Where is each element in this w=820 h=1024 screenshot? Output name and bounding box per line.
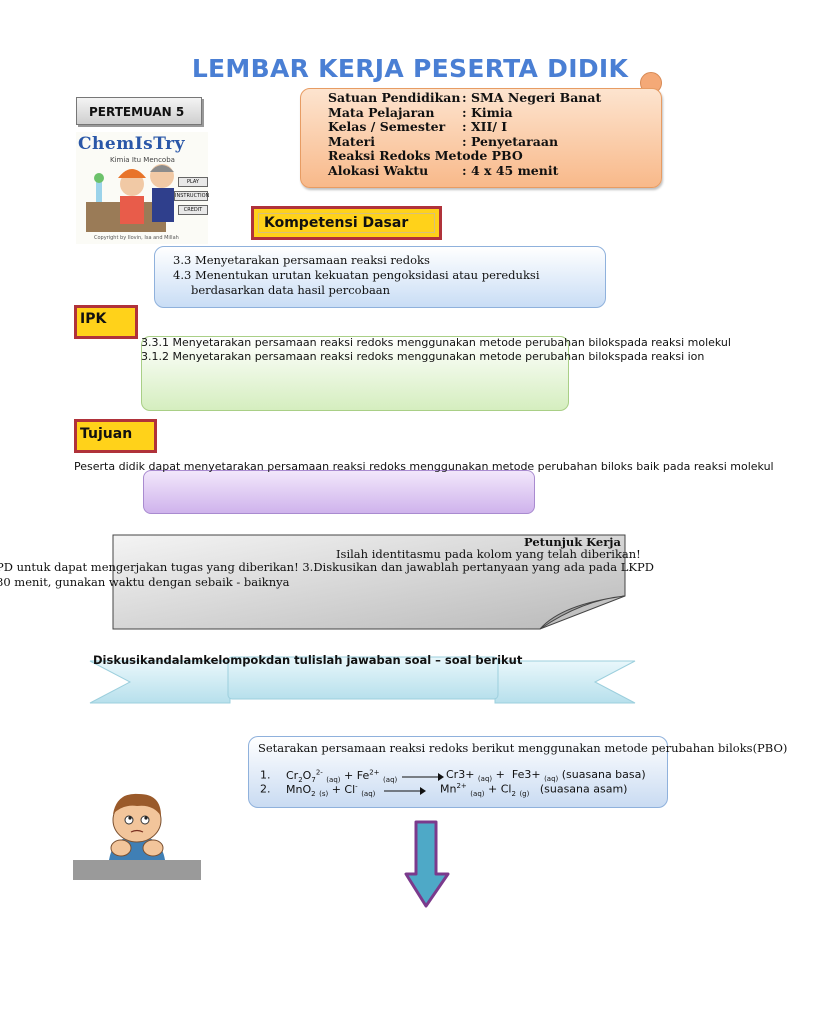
tujuan-label: Tujuan <box>74 419 157 453</box>
reaction-2: 2. MnO2 (s) + Cl- (aq) <box>260 782 375 798</box>
logo-title: ChemIsTry <box>78 134 185 154</box>
state: (g) <box>519 789 530 798</box>
kd-item: 3.3 Menyetarakan persamaan reaksi redoks <box>173 253 430 267</box>
reactant: Cl <box>344 782 356 796</box>
ipk-list: 3.3.1 Menyetarakan persamaan reaksi redo… <box>141 336 731 364</box>
identity-value: : Kimia <box>462 104 513 120</box>
petunjuk-line: PD untuk dapat mengerjakan tugas yang di… <box>0 560 654 574</box>
state: (aq) <box>383 775 398 784</box>
charge: - <box>355 782 358 790</box>
identity-value: : Penyetaraan <box>462 133 559 149</box>
reactant: Fe <box>356 768 370 782</box>
chemistry-logo <box>76 132 208 244</box>
reaction-arrow-icon <box>402 773 444 781</box>
kompetensi-dasar-label: Kompetensi Dasar <box>251 206 442 240</box>
state: (aq) <box>477 775 493 784</box>
thinking-boy-illustration <box>73 786 201 880</box>
kd-item: 4.3 Menentukan urutan kekuatan pengoksid… <box>173 268 540 282</box>
kompetensi-dasar-box <box>154 246 606 308</box>
identity-key: Satuan Pendidikan <box>328 90 461 105</box>
subscript: 2 <box>311 789 316 798</box>
reactant: O <box>302 768 312 782</box>
reaction-number: 2. <box>260 782 271 796</box>
down-arrow-icon <box>404 820 450 908</box>
tujuan-text: Peserta didik dapat menyetarakan persama… <box>74 460 774 473</box>
identity-value: : 4 x 45 menit <box>462 162 559 178</box>
petunjuk-paper <box>112 534 626 630</box>
identity-key: Reaksi Redoks Metode PBO <box>328 148 523 163</box>
product: Fe3+ <box>511 768 541 781</box>
subscript: 2 <box>298 775 303 784</box>
ipk-item: 3.3.1 Menyetarakan persamaan reaksi redo… <box>141 336 731 349</box>
state: (aq) <box>326 775 341 784</box>
product: Cr3+ <box>446 768 475 781</box>
kompetensi-dasar-list: 3.3 Menyetarakan persamaan reaksi redoks… <box>173 253 540 298</box>
state: (s) <box>319 789 329 798</box>
soal-instruction: Setarakan persamaan reaksi redoks beriku… <box>258 741 788 755</box>
kompetensi-dasar-text: Kompetensi Dasar <box>264 215 409 231</box>
ipk-item: 3.1.2 Menyetarakan persamaan reaksi redo… <box>141 350 705 363</box>
identity-table: Satuan Pendidikan: SMA Negeri Banat Mata… <box>328 90 602 178</box>
reaction-number: 1. <box>260 768 271 782</box>
condition: (suasana asam) <box>539 782 628 796</box>
kd-item: berdasarkan data hasil percobaan <box>191 283 391 297</box>
soal-box <box>248 736 668 808</box>
charge: 2+ <box>456 782 467 790</box>
plus-sign: + <box>344 768 354 782</box>
state: (aq) <box>470 789 485 798</box>
ipk-label: IPK <box>74 305 138 339</box>
identity-value: : SMA Negeri Banat <box>462 90 602 105</box>
meeting-badge: PERTEMUAN 5 <box>76 97 202 125</box>
tujuan-box <box>143 470 535 514</box>
charge: 2+ <box>369 768 380 776</box>
identity-key: Alokasi Waktu <box>328 162 429 178</box>
identity-scroll <box>300 88 662 188</box>
identity-key: Materi <box>328 133 375 149</box>
petunjuk-line: Isilah identitasmu pada kolom yang telah… <box>336 547 641 561</box>
ipk-box <box>141 336 569 411</box>
petunjuk-title: Petunjuk Kerja <box>524 535 621 549</box>
subscript: 7 <box>311 775 316 784</box>
state: (aq) <box>544 775 559 784</box>
reaction-1-products: Cr3+ (aq) + Fe3+ (aq) (suasana basa) <box>446 768 646 784</box>
discussion-ribbon <box>89 656 636 704</box>
condition: (suasana basa) <box>561 768 646 781</box>
subscript: 2 <box>511 789 516 798</box>
identity-key: Kelas / Semester <box>328 119 446 134</box>
identity-key: Mata Pelajaran <box>328 104 435 120</box>
petunjuk-line: 80 menit, gunakan waktu dengan sebaik - … <box>0 575 290 589</box>
plus-sign: + <box>331 782 341 796</box>
page-title: LEMBAR KERJA PESERTA DIDIK <box>191 54 629 83</box>
charge: 2- <box>315 768 323 776</box>
logo-play-button: PLAY <box>178 177 208 187</box>
logo-credit-button: CREDIT <box>178 205 208 215</box>
logo-subtitle: Kimia Itu Mencoba <box>110 156 175 164</box>
product: Mn <box>440 782 457 796</box>
identity-value: : XII/ I <box>462 119 508 134</box>
logo-copyright: Copyright by Ilovin, Isa and Millah <box>94 235 179 241</box>
product: Cl <box>500 782 512 796</box>
reactant: Cr <box>286 768 299 782</box>
reaction-1: 1. Cr2O72- (aq) + Fe2+ (aq) <box>260 768 397 784</box>
reaction-arrow-icon <box>384 787 426 795</box>
reaction-2-products: Mn2+ (aq) + Cl2 (g) (suasana asam) <box>440 782 628 798</box>
discussion-instruction: Diskusikandalamkelompokdan tulislah jawa… <box>93 653 523 667</box>
state: (aq) <box>361 789 376 798</box>
reactant: MnO <box>286 782 312 796</box>
logo-instruction-button: INSTRUCTION <box>174 191 210 201</box>
